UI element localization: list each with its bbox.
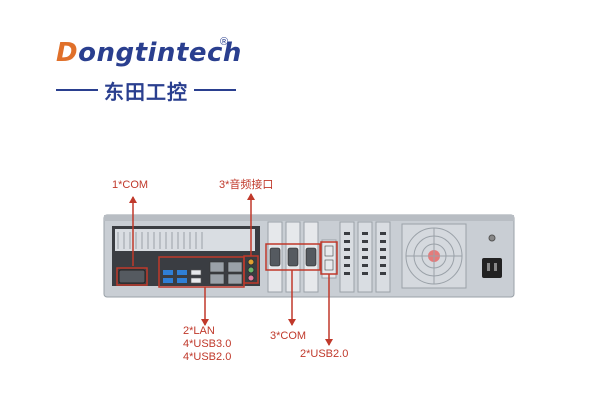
- lan-ports: [209, 261, 243, 285]
- label-2usb2: 2*USB2.0: [300, 348, 349, 360]
- usb2-io-ports: [190, 269, 202, 284]
- logo-wordmark-rest: ongtintech: [78, 38, 242, 68]
- label-lan: 2*LAN: [183, 325, 215, 337]
- registered-mark: ®: [220, 36, 229, 48]
- logo-chinese-name: 东田工控: [104, 79, 188, 104]
- label-usb3: 4*USB3.0: [183, 338, 232, 350]
- callout-arrowheads: [129, 193, 333, 346]
- logo-line-right: [194, 89, 236, 91]
- slot-usb-bracket: [321, 239, 337, 279]
- label-usb2-io: 4*USB2.0: [183, 351, 232, 363]
- audio-jacks: [247, 258, 255, 282]
- logo-wordmark: Dongtintech: [56, 38, 242, 68]
- slot-vent-holes: [344, 232, 386, 275]
- logo-chinese-row: 东田工控: [56, 78, 236, 104]
- logo-line-left: [56, 89, 98, 91]
- io-vent-slots: [117, 232, 203, 249]
- callout-lines: [116, 194, 338, 345]
- power-socket-icon: [482, 234, 502, 278]
- label-3com: 3*COM: [270, 330, 307, 342]
- brand-logo: Dongtintech ® 东田工控: [56, 36, 241, 108]
- chassis-top-lip: [104, 215, 514, 221]
- slot-com-ports: [269, 247, 317, 267]
- fan-grille-icon: [401, 223, 467, 289]
- slot-usb2-ports: [324, 245, 334, 271]
- label-audio-ports: 3*音频接口: [219, 179, 274, 191]
- logo-first-letter: D: [56, 38, 79, 68]
- com-port: [118, 269, 146, 284]
- label-1com: 1*COM: [112, 179, 149, 191]
- io-vent-area: [115, 229, 255, 251]
- usb3-ports: [163, 270, 187, 283]
